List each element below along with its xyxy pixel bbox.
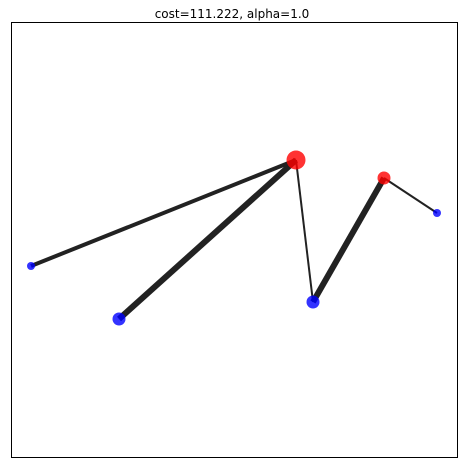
plot-frame [11,22,458,458]
edges-layer [30,157,438,322]
red-node-r1 [286,150,306,170]
plot-title: cost=111.222, alpha=1.0 [155,7,310,21]
edge-r1-b3 [295,159,314,303]
red-node-r2 [377,171,391,185]
blue-node-b1 [27,262,35,270]
nodes-layer [27,150,441,326]
blue-node-b4 [433,209,441,217]
edge-r1-b1 [30,158,297,268]
edge-r2-b4 [383,177,438,214]
blue-node-b3 [306,295,320,309]
edge-r1-b2 [116,157,299,322]
blue-node-b2 [112,312,126,326]
edge-r2-b3 [310,176,387,304]
